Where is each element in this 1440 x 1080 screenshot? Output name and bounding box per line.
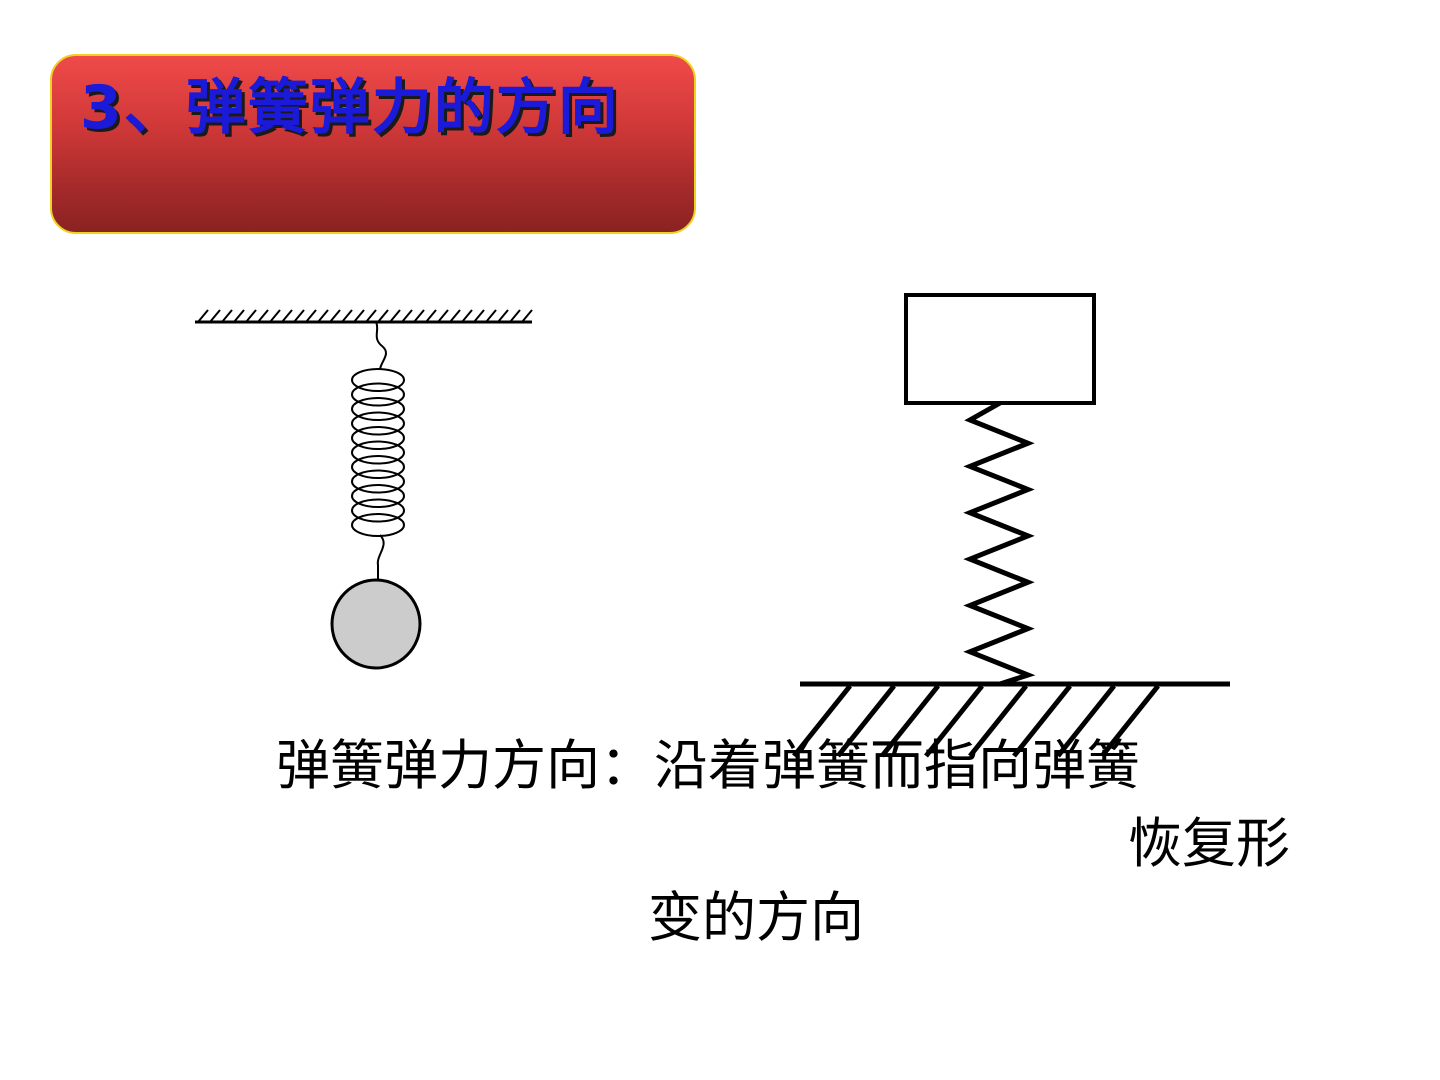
ground-support	[792, 681, 1230, 758]
hatch-mark	[1056, 684, 1116, 758]
coil-loop	[351, 440, 405, 465]
ceiling-support	[195, 309, 533, 324]
hatch-mark	[924, 684, 984, 758]
hatch-mark	[413, 309, 425, 323]
hatch-mark	[425, 309, 437, 323]
hatch-mark	[401, 309, 413, 323]
hatch-mark	[365, 309, 377, 323]
coil-loop	[351, 411, 405, 436]
coil-loop	[351, 397, 405, 421]
coil-loop	[351, 368, 405, 392]
coil-loop	[351, 426, 405, 450]
hatch-mark	[389, 309, 401, 323]
hatch-mark	[497, 309, 509, 323]
coil-loop	[351, 498, 405, 523]
hatch-mark	[317, 309, 329, 323]
hatch-mark	[485, 309, 497, 323]
hatch-mark	[792, 684, 852, 758]
coil-loop	[351, 455, 405, 479]
compressed-spring-diagram	[792, 293, 1230, 758]
hatch-mark	[461, 309, 473, 323]
hatch-mark	[269, 309, 281, 323]
coil-loop	[351, 382, 405, 407]
block	[904, 293, 1096, 405]
coil-loop	[351, 484, 405, 508]
slide-title: 3、弹簧弹力的方向	[80, 73, 620, 143]
hanging-ball	[330, 578, 422, 670]
hatch-mark	[305, 309, 317, 323]
hatch-mark	[197, 309, 209, 323]
coil-loop	[351, 513, 405, 537]
hatch-mark	[1100, 684, 1160, 758]
hatch-mark	[880, 684, 940, 758]
hatch-mark	[449, 309, 461, 323]
caption-line-1: 弹簧弹力方向：沿着弹簧而指向弹簧	[276, 734, 1140, 797]
hatch-mark	[329, 309, 341, 323]
hatch-mark	[509, 309, 521, 323]
hatch-mark	[437, 309, 449, 323]
coil-loop	[351, 469, 405, 494]
hatch-mark	[836, 684, 896, 758]
hatch-mark	[968, 684, 1028, 758]
title-banner: 3、弹簧弹力的方向	[50, 54, 696, 234]
hatch-mark	[341, 309, 353, 323]
hatch-mark	[293, 309, 305, 323]
hatch-mark	[209, 309, 221, 323]
hatch-mark	[257, 309, 269, 323]
zigzag-spring	[963, 400, 1036, 687]
hatch-mark	[221, 309, 233, 323]
hatch-mark	[521, 309, 533, 323]
hanging-spring-diagram	[195, 309, 533, 670]
hatch-mark	[377, 309, 389, 323]
hatch-mark	[473, 309, 485, 323]
caption-line-3: 变的方向	[648, 886, 864, 949]
caption-line-2: 恢复形	[1128, 812, 1290, 875]
hatch-mark	[281, 309, 293, 323]
coil-spring	[351, 321, 405, 582]
hatch-mark	[353, 309, 365, 323]
hatch-mark	[233, 309, 245, 323]
hatch-mark	[245, 309, 257, 323]
hatch-mark	[1012, 684, 1072, 758]
